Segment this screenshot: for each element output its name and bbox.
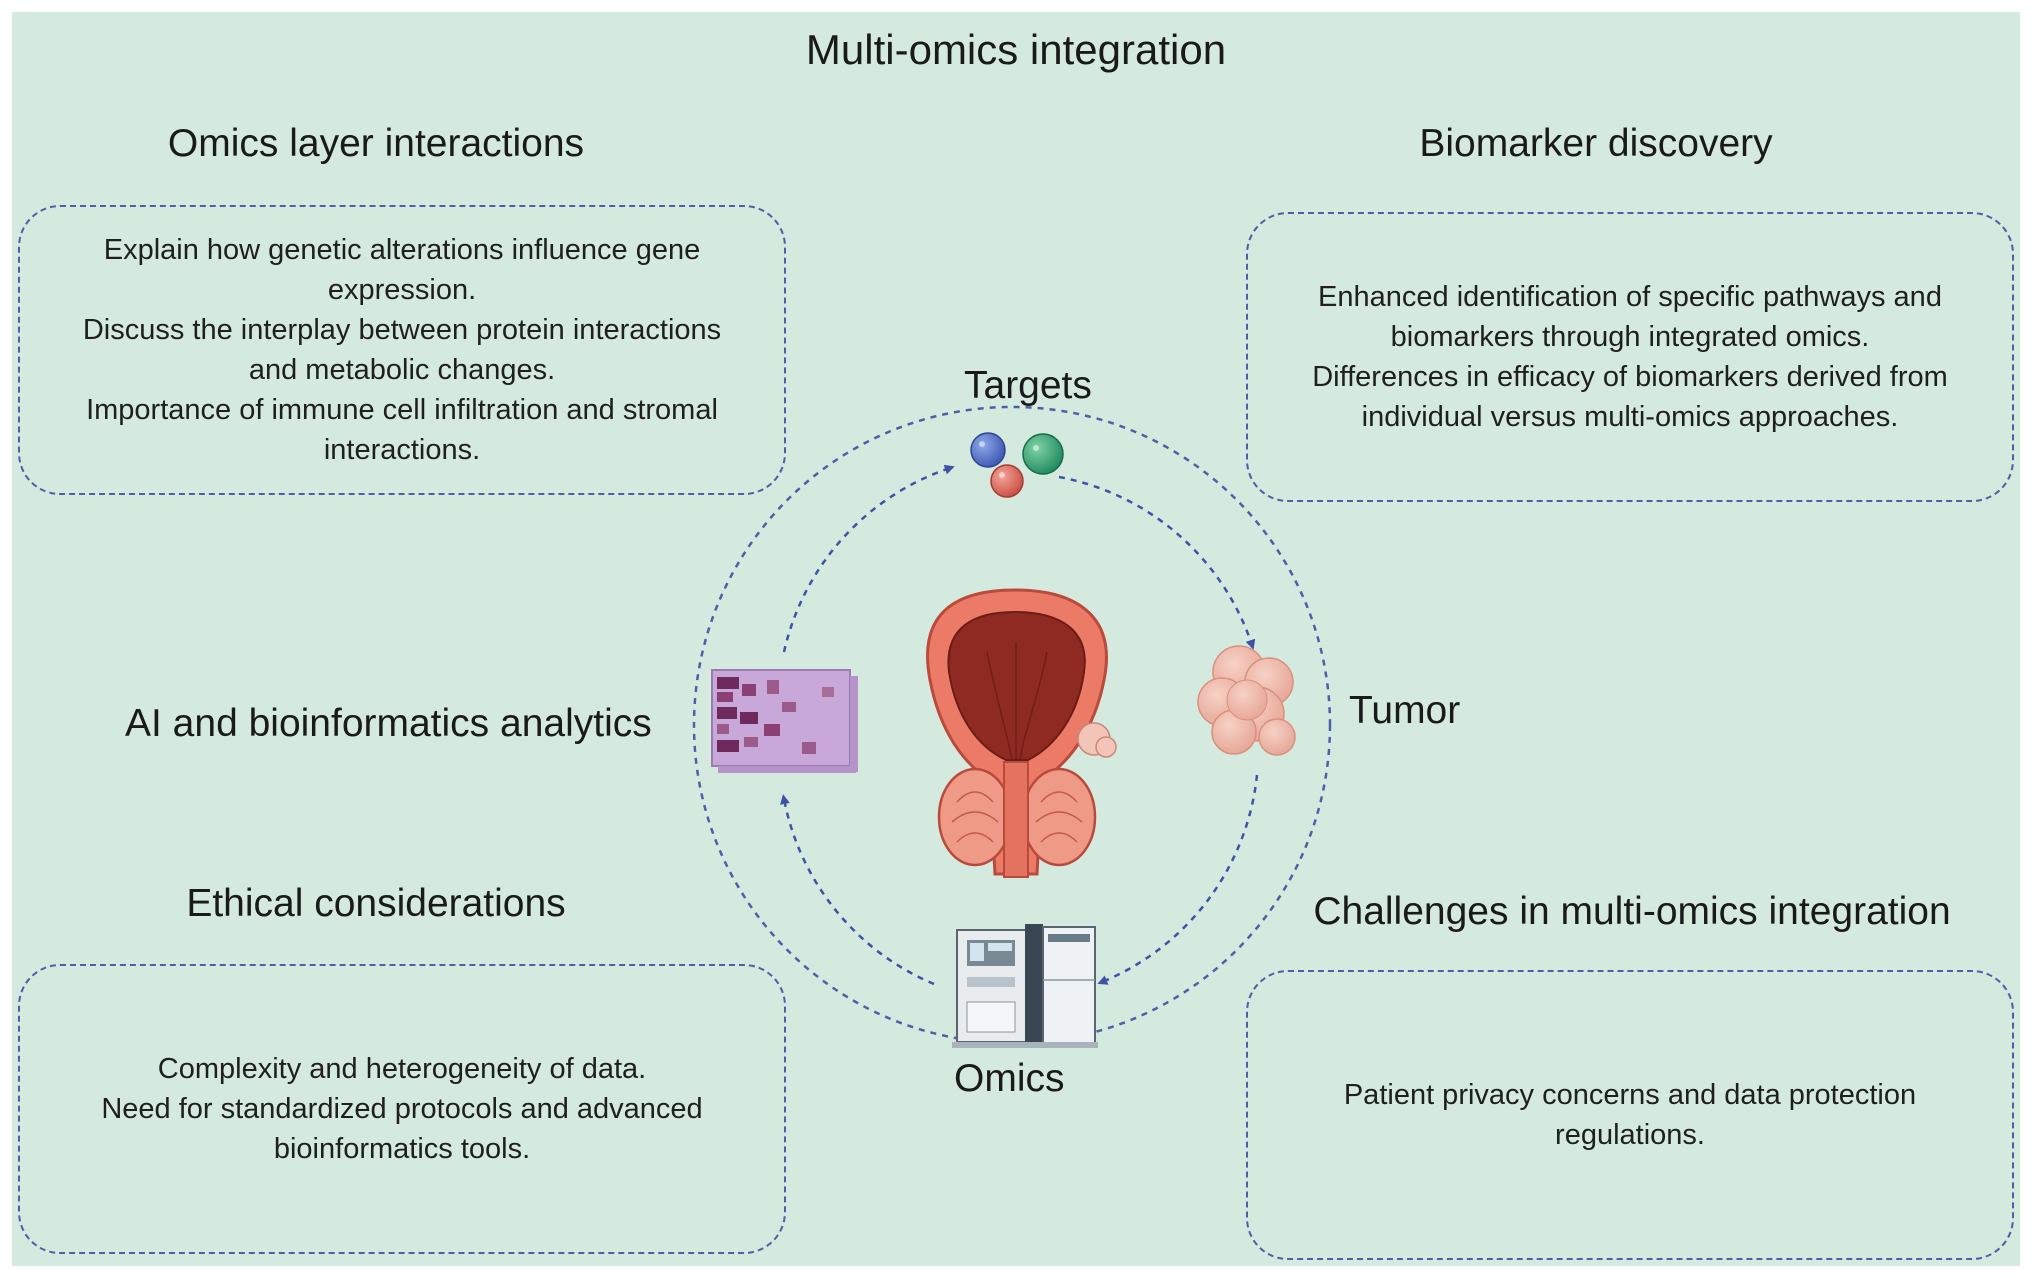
ethical-line: Complexity and heterogeneity of data. <box>157 1053 647 1085</box>
ethical-line: bioinformatics tools. <box>273 1133 531 1165</box>
challenges-line: regulations. <box>1555 1119 1705 1151</box>
challenges-box: Patient privacy concerns and data protec… <box>1246 970 2014 1260</box>
heatmap-icon <box>711 669 858 773</box>
ethical-line: Need for standardized protocols and adva… <box>101 1093 703 1125</box>
arrow-targets-to-tumor <box>1058 475 1256 650</box>
omics-layer-line: and metabolic changes. <box>248 354 556 386</box>
biomarker-line: Differences in efficacy of biomarkers de… <box>1312 361 1948 393</box>
challenges-title: Challenges in multi-omics integration <box>1313 890 1951 933</box>
biomarker-box: Enhanced identification of specific path… <box>1246 212 2014 502</box>
cycle-diagram <box>692 405 1332 1048</box>
biomarker-line: Enhanced identification of specific path… <box>1318 281 1942 313</box>
omics-label: Omics <box>954 1057 1065 1100</box>
sequencer-instrument-icon <box>952 924 1098 1048</box>
omics-layer-box: Explain how genetic alterations influenc… <box>18 205 786 495</box>
ethical-box: Complexity and heterogeneity of data. Ne… <box>18 964 786 1254</box>
challenges-line: Patient privacy concerns and data protec… <box>1343 1079 1917 1111</box>
tumor-label: Tumor <box>1349 689 1461 732</box>
analytics-label: AI and bioinformatics analytics <box>125 702 652 745</box>
omics-layer-line: expression. <box>327 274 477 306</box>
biomarker-title: Biomarker discovery <box>1419 122 1773 165</box>
omics-layer-line: Explain how genetic alterations influenc… <box>103 234 701 266</box>
arrow-tumor-to-omics <box>1097 774 1259 985</box>
biomarker-line: biomarkers through integrated omics. <box>1390 321 1870 353</box>
ethical-title: Ethical considerations <box>186 882 566 925</box>
tumor-icon <box>1197 645 1296 756</box>
arrow-omics-to-analytics <box>780 794 935 986</box>
diagram-title: Multi-omics integration <box>805 26 1227 73</box>
bladder-organ-icon <box>926 588 1117 878</box>
omics-layer-line: interactions. <box>323 434 481 466</box>
biomarker-line: individual versus multi-omics approaches… <box>1361 401 1899 433</box>
omics-layer-title: Omics layer interactions <box>167 122 585 165</box>
arrow-analytics-to-targets <box>782 464 955 653</box>
omics-layer-line: Discuss the interplay between protein in… <box>82 314 722 346</box>
target-cells-icon <box>970 432 1064 498</box>
targets-label: Targets <box>964 364 1092 407</box>
omics-layer-line: Importance of immune cell infiltration a… <box>86 394 718 426</box>
diagram-panel: Multi-omics integration Omics layer inte… <box>12 12 2020 1266</box>
outer-cycle-ring <box>692 405 1332 1045</box>
